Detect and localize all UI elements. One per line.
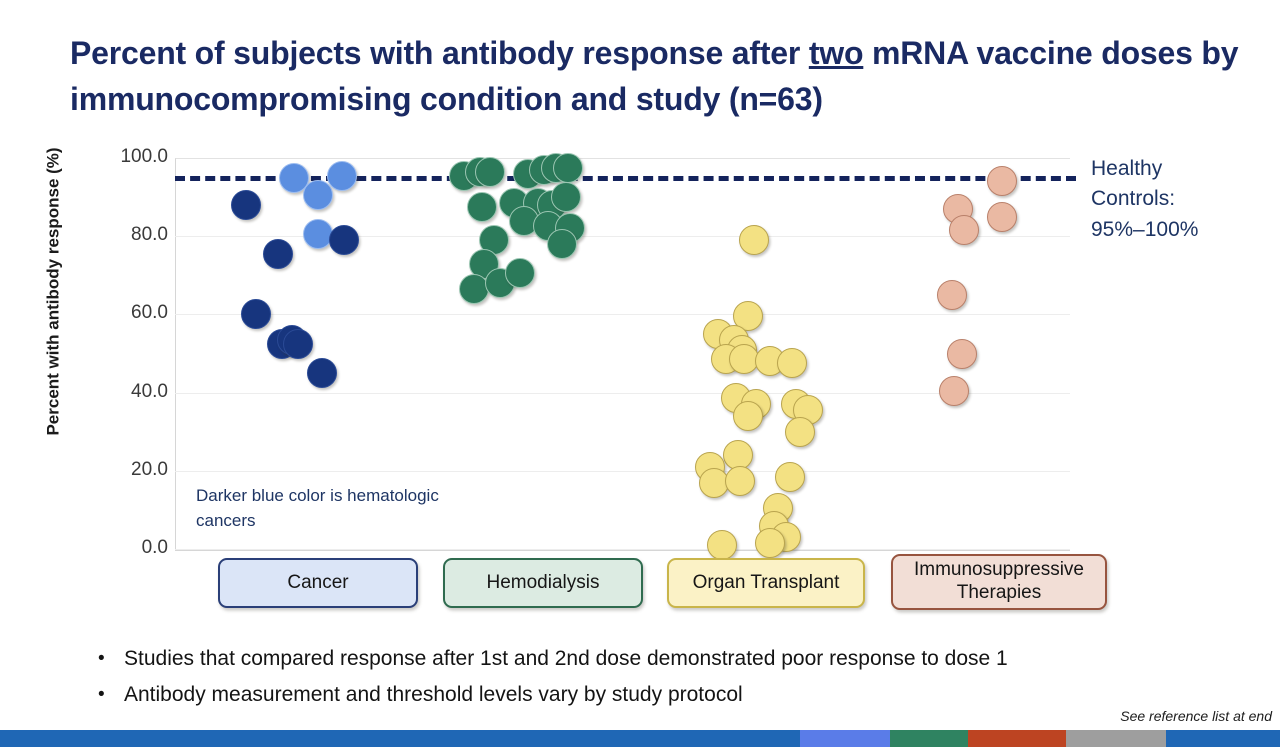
data-point [551,182,581,213]
data-point [699,467,729,498]
bullet-item: • Antibody measurement and threshold leve… [98,682,1258,709]
data-point [479,225,509,256]
title-text-part-1: Percent of subjects with antibody respon… [70,35,809,71]
data-point [475,156,505,187]
y-axis-tick-label: 20.0 [131,458,168,480]
y-axis-tick-label: 100.0 [120,146,168,167]
category-box-cancer: Cancer [218,558,418,608]
title-text-part-2: mRNA vaccine [863,35,1093,71]
gridline [175,314,1070,316]
data-point [947,338,977,369]
data-point [231,189,261,220]
bullet-marker-icon: • [98,648,105,669]
footer-bar-segment [968,730,1066,747]
data-point [505,258,535,289]
data-point [547,229,577,260]
reference-note: See reference list at end [1120,708,1272,724]
data-point [739,225,769,256]
data-point [707,530,737,561]
data-point [785,416,815,447]
healthy-controls-annotation: Healthy Controls: 95%–100% [1091,154,1271,245]
category-box-organ-transplant: Organ Transplant [667,558,865,608]
footer-bar-segment [1066,730,1166,747]
data-point [777,348,807,379]
data-point [303,180,333,211]
footer-bar-segment [0,730,800,747]
y-axis-tick-label: 60.0 [131,302,168,324]
y-axis-tick-label: 0.0 [141,537,168,558]
footer-bar-segment [800,730,890,747]
gridline [175,236,1070,238]
cancer-color-note: Darker blue color is hematologic cancers [196,486,439,530]
category-box-hemodialysis: Hemodialysis [443,558,643,608]
data-point [987,166,1017,197]
data-point [987,201,1017,232]
gridline [175,549,1070,550]
data-point [939,375,969,406]
y-axis-tick-label: 80.0 [131,224,168,246]
bullet-text: Antibody measurement and threshold level… [124,682,743,706]
data-point [329,225,359,256]
page-title: Percent of subjects with antibody respon… [70,30,1240,123]
footer-color-bar [0,730,1280,747]
data-point [729,344,759,375]
title-line-2: doses by immunocompromising condition an… [70,35,1239,118]
bullet-item: • Studies that compared response after 1s… [98,646,1258,673]
y-axis-title: Percent with antibody response (%) [43,147,63,436]
data-point [327,160,357,191]
bullet-text: Studies that compared response after 1st… [124,647,1008,670]
data-point [467,191,497,222]
healthy-controls-threshold-line [175,175,1076,181]
data-point [263,238,293,269]
footer-bar-segment [1166,730,1280,747]
category-box-immunosuppressive-therapies: Immunosuppressive Therapies [891,554,1107,610]
data-point [283,328,313,359]
title-underlined-word: two [808,35,864,71]
data-point [949,215,979,246]
data-point [775,461,805,492]
healthy-controls-line-1: Healthy [1091,157,1163,180]
bullet-list: • Studies that compared response after 1s… [98,646,1258,718]
healthy-controls-line-3: 95%–100% [1091,217,1199,241]
healthy-controls-line-2: Controls: [1091,187,1176,211]
bullet-marker-icon: • [98,683,105,705]
data-point [303,219,333,250]
y-axis-tick-label: 40.0 [131,380,168,402]
footer-bar-segment [890,730,968,747]
gridline [175,392,1070,394]
data-point [723,440,753,471]
data-point [553,152,583,183]
data-point [755,528,785,559]
scatter-chart: Percent with antibody response (%) 0.0 20… [43,146,1271,610]
data-point [307,358,337,389]
gridline [175,470,1070,472]
data-point [937,279,967,310]
data-point [725,465,755,496]
data-point [241,299,271,330]
data-point [733,401,763,432]
